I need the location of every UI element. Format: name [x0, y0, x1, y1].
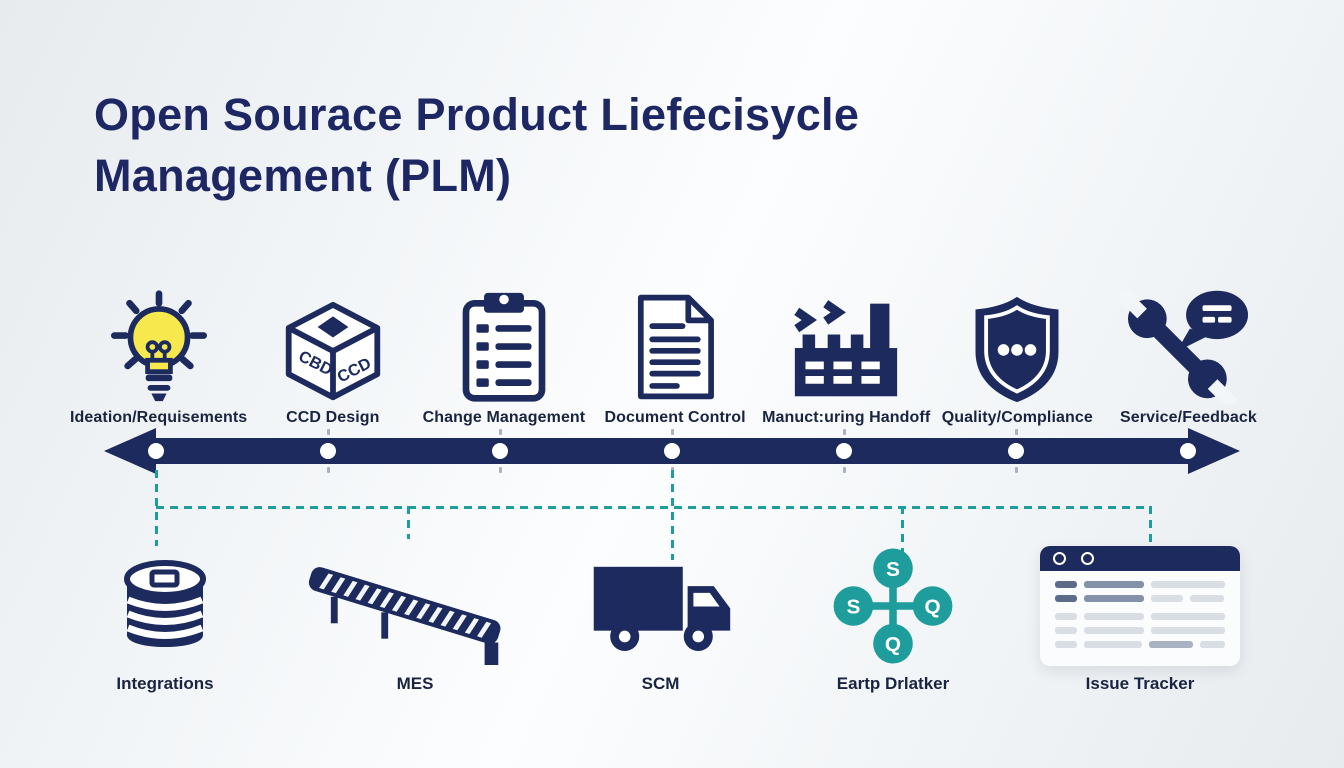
integration-erp: S S Q Q Eartp Drlatker [818, 540, 968, 694]
timeline-tick [499, 467, 502, 473]
clipboard-checklist-icon [462, 292, 546, 402]
timeline-dot [1008, 443, 1024, 459]
stage-document-control: Document Control [590, 288, 761, 427]
connector-document-to-scm [671, 470, 674, 560]
network-node-left-text: S [846, 596, 860, 619]
page-title-line1: Open Sourace Product Liefecisycle [94, 89, 860, 140]
timeline-tick [327, 429, 330, 435]
stage-ccd-design: CBD CCD CCD Design [247, 288, 418, 427]
issue-row [1055, 613, 1225, 620]
stage-manufacturing-handoff: Manuct:uring Handoff [761, 288, 932, 427]
issue-row [1055, 627, 1225, 634]
database-icon [124, 560, 206, 647]
shield-icon [975, 296, 1059, 403]
timeline-tick [671, 429, 674, 435]
issue-row [1055, 581, 1225, 588]
stage-label-ideation: Ideation/Requisements [70, 409, 248, 426]
stage-change-management: Change Management [418, 288, 589, 427]
network-node-right-text: Q [925, 596, 941, 619]
timeline-dot [836, 443, 852, 459]
issue-tracker-window-icon [1040, 546, 1240, 666]
integration-scm: SCM [583, 540, 738, 694]
integration-label-erp: Eartp Drlatker [836, 674, 950, 693]
factory-icon [794, 300, 898, 397]
network-node-top-text: S [886, 558, 900, 581]
lifecycle-stage-row: Ideation/Requisements CBD CCD CCD Design [70, 288, 1274, 427]
lightbulb-icon [110, 290, 207, 402]
integration-label-issue-tracker: Issue Tracker [1085, 674, 1195, 693]
document-icon [638, 294, 715, 400]
timeline-arrow-right [1188, 428, 1240, 474]
timeline-dot [320, 443, 336, 459]
connector-to-issue-tracker [1149, 506, 1152, 550]
cad-box-icon: CBD CCD [285, 301, 380, 401]
timeline-arrow-left [104, 428, 156, 474]
connector-horizontal-bus [156, 506, 1152, 509]
integration-label-scm: SCM [641, 674, 680, 693]
integration-integrations: Integrations [105, 540, 225, 694]
conveyor-icon [308, 567, 500, 665]
stage-ideation: Ideation/Requisements [70, 288, 247, 427]
connector-to-mes [407, 506, 410, 539]
window-circle-icon [1081, 552, 1094, 565]
integration-mes: MES [305, 540, 525, 694]
stage-label-ccd-design: CCD Design [286, 409, 380, 426]
timeline-tick [499, 429, 502, 435]
timeline-tick [327, 467, 330, 473]
network-icon: S S Q Q [833, 548, 953, 664]
stage-label-quality-compliance: Quality/Compliance [941, 409, 1093, 426]
window-circle-icon [1053, 552, 1066, 565]
stage-label-manufacturing-handoff: Manuct:uring Handoff [762, 409, 931, 426]
timeline-dot [492, 443, 508, 459]
stage-label-service-feedback: Service/Feedback [1120, 409, 1257, 426]
network-node-bottom-text: Q [885, 633, 901, 656]
issue-tracker-body [1040, 571, 1240, 648]
page-title-line2: Management (PLM) [94, 150, 512, 202]
stage-label-change-management: Change Management [422, 409, 586, 426]
integration-label-integrations: Integrations [116, 674, 214, 693]
page-title: Open Sourace Product Liefecisycle Manage… [94, 84, 1194, 206]
truck-icon [593, 566, 730, 651]
issue-tracker-titlebar [1040, 546, 1240, 571]
wrench-chat-icon [1120, 288, 1249, 404]
stage-label-document-control: Document Control [604, 409, 746, 426]
integration-label-mes: MES [396, 674, 434, 693]
connector-to-erp [901, 506, 904, 560]
timeline-dot [1180, 443, 1196, 459]
timeline-tick [1015, 467, 1018, 473]
issue-row [1055, 641, 1225, 648]
timeline-dot [664, 443, 680, 459]
timeline-tick [843, 467, 846, 473]
timeline-tick [1015, 429, 1018, 435]
issue-row [1055, 595, 1225, 602]
integration-issue-tracker: Issue Tracker [1040, 540, 1240, 694]
stage-quality-compliance: Quality/Compliance [932, 288, 1103, 427]
timeline-tick [843, 429, 846, 435]
timeline-dot [148, 443, 164, 459]
stage-service-feedback: Service/Feedback [1103, 288, 1274, 427]
